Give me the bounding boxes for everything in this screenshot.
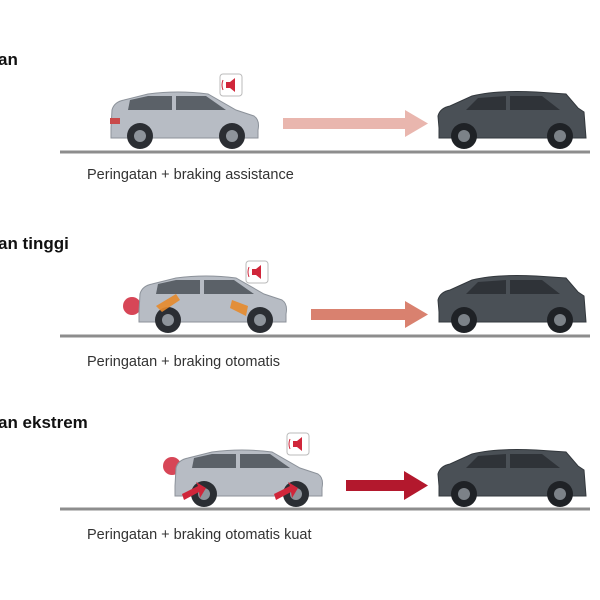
approach-arrow <box>283 110 428 137</box>
panel-caption: Peringatan + braking otomatis kuat <box>87 527 312 543</box>
panel-heading: an tinggi <box>0 234 69 253</box>
brake-light-icon <box>123 297 141 315</box>
panel-caption: Peringatan + braking otomatis <box>87 354 281 370</box>
speaker-alert-icon <box>286 432 310 456</box>
lead-car <box>437 91 587 149</box>
speaker-alert-icon <box>219 73 243 97</box>
brake-force-icon <box>182 482 206 500</box>
panel-caption: Peringatan + braking assistance <box>87 167 294 183</box>
panel-heading: an <box>0 50 18 69</box>
lead-car <box>437 275 587 333</box>
ego-car <box>110 91 259 149</box>
approach-arrow <box>311 301 428 328</box>
brake-force-icon <box>156 294 180 312</box>
ego-car <box>138 275 287 333</box>
scene-illustration <box>60 260 590 338</box>
panel-heading: an ekstrem <box>0 413 88 432</box>
approach-arrow <box>346 471 428 500</box>
brake-force-icon <box>274 482 298 500</box>
speaker-alert-icon <box>245 260 269 284</box>
lead-car <box>437 449 587 507</box>
scenario-panel-1: an Perin <box>0 0 600 200</box>
scene-illustration <box>60 73 590 154</box>
brake-force-icon <box>230 300 248 316</box>
scenario-panel-2: an tinggi <box>0 234 590 370</box>
ego-car <box>174 449 323 507</box>
